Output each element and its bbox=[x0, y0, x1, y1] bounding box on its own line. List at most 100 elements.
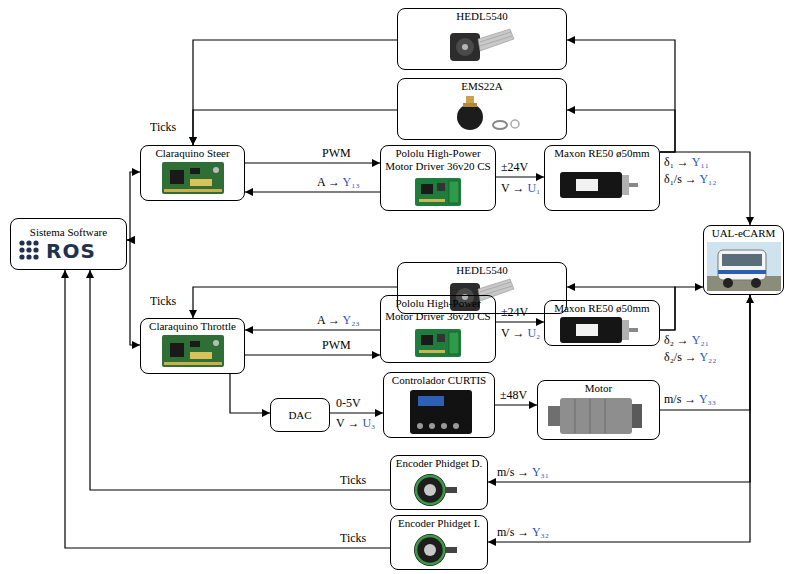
edge-label: m/s → Y₃₁ bbox=[497, 465, 549, 480]
component-box: Pololu High-Power Motor Driver 36v20 CS bbox=[380, 295, 496, 363]
edge-label: A → Y₂₃ bbox=[317, 313, 360, 328]
signal-connector bbox=[90, 270, 390, 490]
edge-label: m/s → Y₃₂ bbox=[497, 525, 549, 540]
box-title: UAL-eCARM bbox=[707, 227, 780, 240]
signal-label: δ₁ → Y₁₁ bbox=[664, 155, 709, 170]
logo-text: ROS bbox=[14, 239, 123, 263]
motor-photo bbox=[560, 172, 638, 198]
component-box: Encoder Phidget D. bbox=[390, 455, 488, 510]
component-box: Controlador CURTIS bbox=[383, 372, 495, 438]
box-title: Maxon RE50 ø50mm bbox=[548, 302, 656, 315]
box-title: Encoder Phidget I. bbox=[394, 517, 484, 530]
box-title: Pololu High-Power Motor Driver 36v20 CS bbox=[384, 297, 492, 323]
signal-connector bbox=[245, 329, 380, 330]
rotary-encoder-photo bbox=[457, 96, 519, 130]
driver-photo bbox=[415, 178, 461, 206]
component-box: Pololu High-Power Motor Driver 36v20 CS bbox=[380, 145, 496, 211]
edge-label: ±48V bbox=[500, 388, 527, 403]
component-box: Encoder Phidget I. bbox=[390, 515, 488, 570]
wheel-encoder-photo bbox=[414, 474, 457, 506]
signal-symbol: Y₃₂ bbox=[532, 525, 549, 539]
signal-connector bbox=[660, 152, 750, 225]
controller-photo bbox=[410, 390, 472, 434]
edge-label: Ticks bbox=[340, 531, 366, 546]
ros-logo-dots bbox=[19, 240, 38, 259]
illustration-part bbox=[548, 406, 560, 426]
edge-label: Ticks bbox=[150, 294, 176, 309]
illustration-part bbox=[429, 423, 435, 429]
signal-symbol: Y₁₁ bbox=[692, 155, 709, 169]
box-title: Claraquino Throttle bbox=[144, 320, 241, 333]
signal-connector bbox=[488, 295, 750, 542]
signal-symbol: Y₃₃ bbox=[699, 392, 716, 406]
component-box: DAC bbox=[270, 398, 330, 432]
signal-symbol: U₁ bbox=[527, 181, 540, 195]
illustration-part bbox=[418, 396, 444, 406]
illustration-part bbox=[575, 399, 576, 433]
board-photo bbox=[162, 162, 224, 194]
signal-connector bbox=[230, 374, 270, 413]
box-title: Claraquino Steer bbox=[144, 147, 241, 160]
illustration-part bbox=[718, 270, 766, 274]
encoder-photo bbox=[450, 29, 514, 61]
signal-connector bbox=[245, 191, 380, 192]
component-box: HEDL5540 bbox=[397, 8, 567, 70]
component-box: Claraquino Throttle bbox=[140, 318, 245, 374]
signal-label: δ₂/s → Y₂₂ bbox=[664, 350, 716, 365]
edge-label: Ticks bbox=[340, 473, 366, 488]
box-title: HEDL5540 bbox=[401, 264, 563, 277]
board-photo bbox=[162, 335, 224, 367]
component-box: Motor bbox=[537, 380, 660, 440]
component-box: Maxon RE50 ø50mm bbox=[544, 145, 660, 211]
illustration-part bbox=[632, 404, 642, 428]
component-box: Claraquino Steer bbox=[140, 145, 245, 201]
illustration-part bbox=[410, 390, 472, 434]
signal-symbol: Y₁₃ bbox=[343, 175, 360, 189]
illustration-part bbox=[723, 278, 733, 288]
edge-label: PWM bbox=[322, 338, 351, 353]
edge-label: PWM bbox=[322, 146, 351, 161]
illustration-part bbox=[493, 121, 507, 129]
box-title: Controlador CURTIS bbox=[387, 374, 491, 387]
illustration-part bbox=[26, 247, 31, 252]
signal-connector bbox=[660, 295, 750, 410]
signal-connector bbox=[127, 172, 140, 240]
signal-connector bbox=[496, 176, 544, 177]
illustration-part bbox=[33, 254, 38, 259]
signal-connector bbox=[193, 287, 397, 318]
signal-connector bbox=[127, 240, 140, 345]
vehicle-photo bbox=[707, 242, 781, 291]
edge-label: 0-5V bbox=[336, 396, 361, 411]
signal-label: δ₂ → Y₂₁ bbox=[664, 333, 709, 348]
signal-label: V → U₂ bbox=[501, 326, 540, 341]
illustration-part bbox=[457, 104, 483, 130]
box-title: EMS22A bbox=[401, 80, 563, 93]
illustration-part bbox=[722, 254, 762, 266]
illustration-part bbox=[441, 423, 447, 429]
signal-connector bbox=[330, 412, 383, 413]
edge-label: Ticks bbox=[150, 120, 176, 135]
signal-connector bbox=[495, 404, 537, 405]
illustration-part bbox=[26, 240, 31, 245]
signal-connector bbox=[660, 287, 703, 330]
illustration-part bbox=[751, 278, 761, 288]
box-title: Encoder Phidget D. bbox=[394, 457, 484, 470]
signal-connector bbox=[193, 110, 397, 145]
illustration-part bbox=[33, 247, 38, 252]
box-title: Sistema Software bbox=[14, 226, 123, 239]
component-box: UAL-eCARM bbox=[703, 225, 784, 295]
illustration-part bbox=[26, 254, 31, 259]
signal-symbol: Y₂₂ bbox=[699, 350, 716, 364]
motor-photo bbox=[560, 317, 638, 343]
signal-symbol: Y₂₃ bbox=[343, 313, 360, 327]
edge-label: m/s → Y₃₃ bbox=[664, 392, 716, 407]
illustration-part bbox=[19, 240, 24, 245]
signal-symbol: U₃ bbox=[362, 416, 375, 430]
driver-photo bbox=[415, 329, 461, 357]
signal-label: V → U₃ bbox=[336, 416, 375, 431]
illustration-part bbox=[590, 399, 591, 433]
component-box: Maxon RE50 ø50mm bbox=[544, 300, 660, 346]
signal-symbol: Y₂₁ bbox=[692, 333, 709, 347]
signal-connector bbox=[193, 40, 397, 145]
